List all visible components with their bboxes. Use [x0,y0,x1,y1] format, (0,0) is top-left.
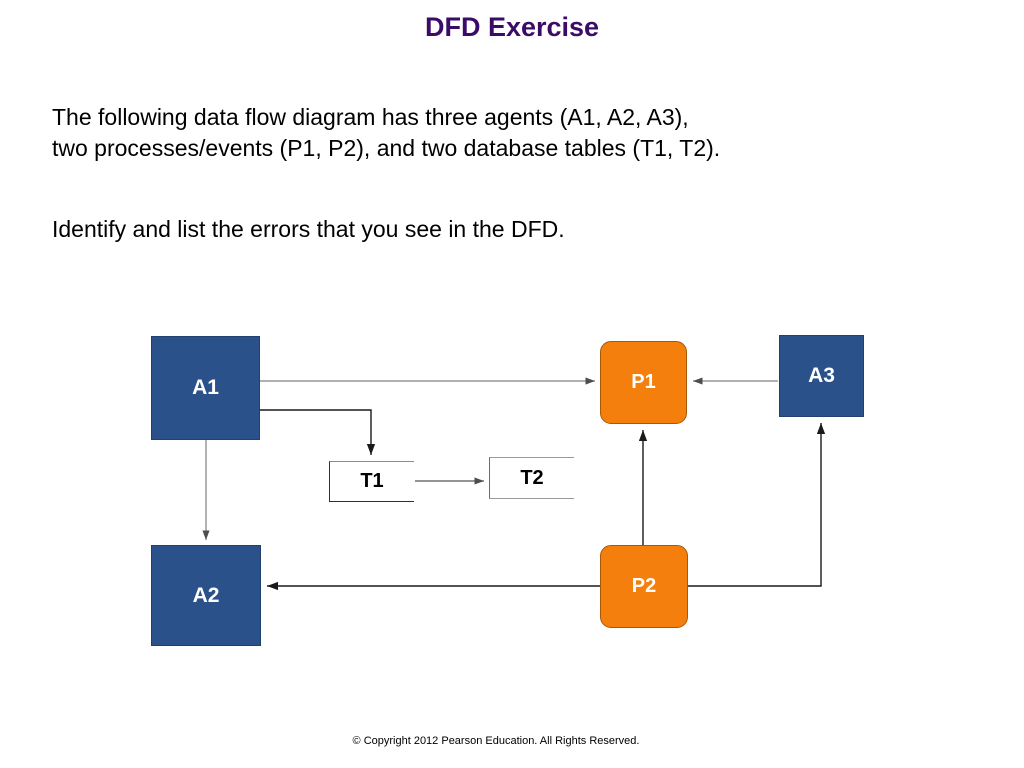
instruction-paragraph: Identify and list the errors that you se… [52,216,565,242]
copyright-text: © Copyright 2012 Pearson Education. All … [352,735,640,747]
dfd-node-a3[interactable]: A3 [779,335,864,417]
dfd-node-p2[interactable]: P2 [600,545,688,628]
intro-paragraph: The following data flow diagram has thre… [52,104,721,161]
dfd-node-t1[interactable]: T1 [329,461,414,502]
dfd-node-t2[interactable]: T2 [489,457,574,499]
copyright-notice: © Copyright 2012 Pearson Education. All … [0,735,1024,747]
dfd-node-a1[interactable]: A1 [151,336,260,440]
flow-a1-to-t1 [260,409,376,455]
dfd-node-p1[interactable]: P1 [600,341,687,424]
page-title: DFD Exercise [424,12,600,42]
flow-p2-to-a3 [688,423,826,587]
dfd-node-a2[interactable]: A2 [151,545,261,646]
